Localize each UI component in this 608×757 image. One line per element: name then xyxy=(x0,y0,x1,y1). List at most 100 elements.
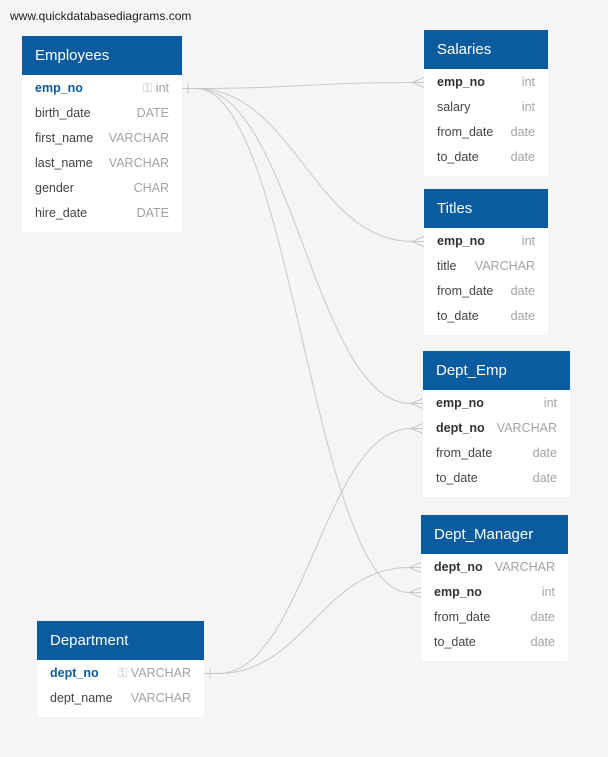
field-type: int xyxy=(521,75,535,89)
table-header[interactable]: Employees xyxy=(22,36,182,75)
field-row[interactable]: dept_no ⚿VARCHAR xyxy=(37,661,204,686)
field-row[interactable]: to_date date xyxy=(424,145,548,170)
field-row[interactable]: first_name VARCHAR xyxy=(22,126,182,151)
field-name: from_date xyxy=(437,284,494,298)
field-type: VARCHAR xyxy=(130,691,191,705)
field-type: date xyxy=(530,635,555,649)
field-type: int xyxy=(521,234,535,248)
field-name: from_date xyxy=(437,125,494,139)
field-name: title xyxy=(437,259,457,273)
field-type: date xyxy=(532,446,557,460)
field-row[interactable]: emp_no ⚿int xyxy=(22,76,182,101)
field-name: to_date xyxy=(436,471,478,485)
field-row[interactable]: gender CHAR xyxy=(22,176,182,201)
field-row[interactable]: to_date date xyxy=(423,466,570,491)
field-row[interactable]: emp_no int xyxy=(424,70,548,95)
field-row[interactable]: hire_date DATE xyxy=(22,201,182,226)
field-name: to_date xyxy=(437,150,479,164)
field-row[interactable]: birth_date DATE xyxy=(22,101,182,126)
crows-foot-marker xyxy=(411,236,425,247)
field-name: to_date xyxy=(434,635,476,649)
table-header[interactable]: Titles xyxy=(424,189,548,228)
relationship-line xyxy=(182,82,424,89)
field-name: dept_no xyxy=(434,560,483,574)
field-row[interactable]: emp_no int xyxy=(421,580,568,605)
field-row[interactable]: emp_no int xyxy=(423,391,570,416)
field-name: emp_no xyxy=(436,396,484,410)
crows-foot-marker xyxy=(410,423,424,434)
field-type: date xyxy=(510,150,535,164)
field-type: date xyxy=(532,471,557,485)
field-name: last_name xyxy=(35,156,93,170)
field-row[interactable]: dept_no VARCHAR xyxy=(423,416,570,441)
relationship-line xyxy=(204,567,421,674)
field-type: VARCHAR xyxy=(474,259,535,273)
field-type: VARCHAR xyxy=(496,421,557,435)
crows-foot-marker xyxy=(408,587,422,598)
field-row[interactable]: to_date date xyxy=(421,630,568,655)
field-type: CHAR xyxy=(133,181,169,195)
field-name: from_date xyxy=(434,610,491,624)
table-header[interactable]: Dept_Emp xyxy=(423,351,570,390)
field-type: date xyxy=(510,309,535,323)
relationship-line xyxy=(182,88,421,593)
relationship-line xyxy=(182,88,423,404)
field-name: to_date xyxy=(437,309,479,323)
field-name: hire_date xyxy=(35,206,88,220)
relationship-line xyxy=(204,428,423,674)
key-icon: ⚿ xyxy=(117,666,127,680)
field-name: emp_no xyxy=(437,234,485,248)
field-type: VARCHAR xyxy=(494,560,555,574)
field-type: int xyxy=(541,585,555,599)
field-name: from_date xyxy=(436,446,493,460)
field-type: VARCHAR xyxy=(108,131,169,145)
crows-foot-marker xyxy=(408,562,422,573)
field-row[interactable]: emp_no int xyxy=(424,229,548,254)
crows-foot-marker xyxy=(410,398,424,409)
key-icon: ⚿ xyxy=(142,81,152,95)
table-dept-manager[interactable]: Dept_Manager dept_no VARCHAR emp_no int from_… xyxy=(421,515,568,661)
field-type: VARCHAR xyxy=(130,666,191,680)
field-name: salary xyxy=(437,100,471,114)
table-header[interactable]: Department xyxy=(37,621,204,660)
field-name: birth_date xyxy=(35,106,91,120)
field-name: dept_no xyxy=(436,421,485,435)
field-row[interactable]: salary int xyxy=(424,95,548,120)
table-header[interactable]: Salaries xyxy=(424,30,548,69)
table-header[interactable]: Dept_Manager xyxy=(421,515,568,554)
field-row[interactable]: dept_no VARCHAR xyxy=(421,555,568,580)
field-name: dept_no xyxy=(50,666,99,680)
field-type: int xyxy=(155,81,169,95)
field-row[interactable]: to_date date xyxy=(424,304,548,329)
site-url[interactable]: www.quickdatabasediagrams.com xyxy=(10,9,192,23)
field-row[interactable]: from_date date xyxy=(423,441,570,466)
relationship-line xyxy=(182,88,424,242)
field-type: int xyxy=(543,396,557,410)
field-name: first_name xyxy=(35,131,94,145)
field-name: emp_no xyxy=(437,75,485,89)
field-type: DATE xyxy=(136,206,169,220)
field-type: DATE xyxy=(136,106,169,120)
field-type: int xyxy=(521,100,535,114)
field-name: gender xyxy=(35,181,74,195)
field-row[interactable]: title VARCHAR xyxy=(424,254,548,279)
field-name: emp_no xyxy=(35,81,83,95)
field-name: emp_no xyxy=(434,585,482,599)
